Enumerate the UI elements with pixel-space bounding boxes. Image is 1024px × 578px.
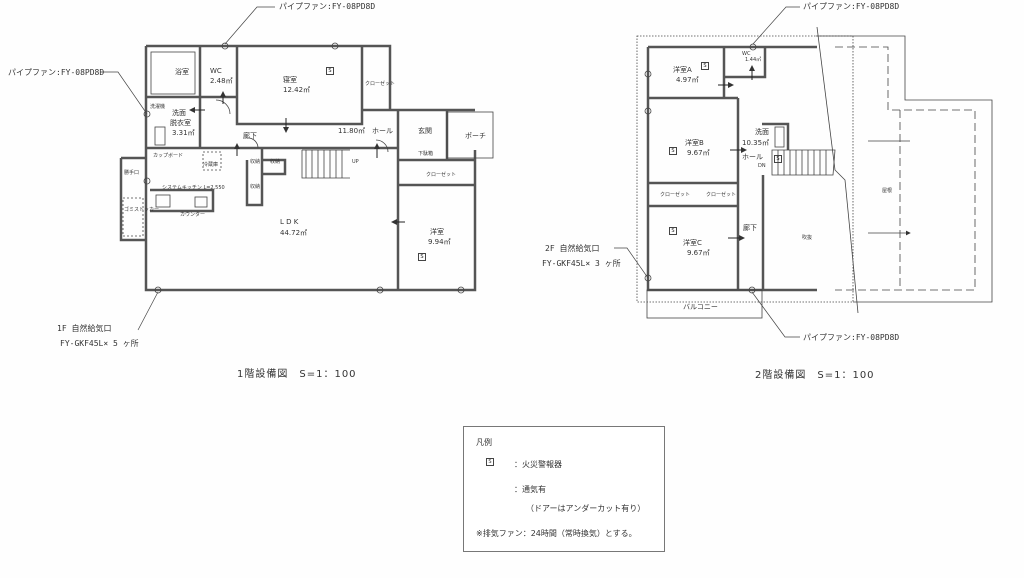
- storage-2: 収納: [270, 159, 281, 165]
- room-c: 洋室C: [683, 239, 702, 247]
- floor2-leaders: [614, 6, 800, 338]
- room-hall-1f: ホール: [372, 127, 393, 135]
- room-wc: WC: [210, 67, 222, 75]
- room-hall-area-2f: 10.35㎡: [742, 139, 770, 147]
- fridge: 冷蔵庫: [203, 162, 219, 168]
- room-closet-1f: クローゼット: [365, 81, 396, 87]
- room-closet-2f-1: クローゼット: [660, 192, 691, 198]
- room-dressing: 脱衣室: [170, 119, 191, 127]
- room-corridor-2f: 廊下: [743, 224, 757, 232]
- floor1-vent-arrows: [189, 91, 405, 225]
- floor2-inlets: [644, 43, 757, 294]
- smoke-alarm-icon: S: [486, 458, 494, 466]
- f1-pipe-fan-left-label: パイプファン:FY-08PD8D: [8, 68, 105, 77]
- f1-inlet-label: 1F 自然給気口: [57, 324, 112, 333]
- floor2-vent-arrows: [718, 65, 755, 241]
- f1-title: 1階設備図 S=1：100: [237, 369, 357, 380]
- room-closet-1f-2: クローゼット: [426, 172, 457, 178]
- smoke-alarm-icon: S: [669, 147, 677, 155]
- room-washroom-2f: 洗面: [755, 128, 769, 136]
- legend-box: 凡例 S ：火災警報器 ：通気有 （ドアーはアンダーカット有り） ※排気ファン：…: [463, 426, 665, 552]
- smoke-alarm-icon: S: [669, 227, 677, 235]
- smoke-alarm-icon: S: [774, 155, 782, 163]
- room-hall-2f: ホール: [742, 153, 763, 161]
- room-ldk-area: 44.72㎡: [280, 229, 308, 237]
- storage-1: 収納: [250, 159, 261, 165]
- room-a-area: 4.97㎡: [676, 76, 699, 84]
- f2-pipe-fan-top-label: パイプファン:FY-08PD8D: [803, 2, 900, 11]
- shoe-box: 下駄箱: [418, 151, 434, 157]
- system-kitchen: システムキッチン L=2,550: [162, 185, 225, 191]
- stocker: ゴミストッカー: [124, 207, 160, 213]
- smoke-alarm-icon: S: [701, 62, 709, 70]
- legend-title: 凡例: [476, 438, 492, 447]
- room-b-area: 9.67㎡: [687, 149, 710, 157]
- room-corridor-1f: 廊下: [243, 132, 257, 140]
- washer: 洗濯機: [150, 104, 166, 110]
- room-hall-area-1f: 11.80㎡: [338, 127, 366, 135]
- f2-inlet-label: 2F 自然給気口: [545, 244, 600, 253]
- smoke-alarm-icon: S: [418, 253, 426, 261]
- room-porch: ポーチ: [465, 132, 486, 140]
- room-c-area: 9.67㎡: [687, 249, 710, 257]
- room-western-1f: 洋室: [430, 228, 444, 236]
- f2-title: 2階設備図 S=1：100: [755, 370, 875, 381]
- legend-fan-note: ※排気ファン：24時間（常時換気）とする。: [476, 529, 637, 538]
- legend-alarm: ：火災警報器: [514, 460, 562, 469]
- room-b: 洋室B: [685, 139, 704, 147]
- f1-inlet-model: FY-GKF45L× 5 ヶ所: [60, 339, 139, 348]
- floor1-walls: [119, 44, 477, 292]
- balcony: バルコニー: [683, 303, 718, 311]
- back-door: 勝手口: [124, 170, 140, 176]
- room-bedroom-area: 12.42㎡: [283, 86, 311, 94]
- smoke-alarm-icon: S: [326, 67, 334, 75]
- storage-3: 収納: [250, 184, 261, 190]
- void: 吹抜: [802, 235, 813, 241]
- room-washroom-area: 3.31㎡: [172, 129, 195, 137]
- floor2-walls: [646, 45, 817, 292]
- room-ldk: L D K: [280, 218, 299, 226]
- floor1-inlets: [143, 42, 465, 294]
- f2-inlet-model: FY-GKF45L× 3 ヶ所: [542, 259, 621, 268]
- stairs-up: UP: [352, 159, 359, 165]
- cupboard: カップボード: [153, 153, 184, 159]
- floor1-leaders: [100, 6, 275, 331]
- room-wc-2f: WC: [742, 51, 751, 57]
- room-bedroom: 寝室: [283, 76, 297, 84]
- floor2-details: [636, 26, 993, 319]
- f1-pipe-fan-top-label: パイプファン:FY-08PD8D: [279, 2, 376, 11]
- floor1-details: [122, 51, 494, 237]
- room-wc-area-2f: 1.44㎡: [745, 57, 762, 63]
- room-bath: 浴室: [175, 68, 189, 76]
- room-entrance: 玄関: [418, 127, 432, 135]
- room-closet-2f-2: クローゼット: [706, 192, 737, 198]
- legend-vent: ：通気有: [514, 485, 546, 494]
- room-a: 洋室A: [673, 66, 692, 74]
- counter: カウンター: [180, 212, 206, 218]
- roof: 屋根: [882, 188, 893, 194]
- room-wc-area: 2.48㎡: [210, 77, 233, 85]
- room-washroom: 洗面: [172, 109, 186, 117]
- f2-pipe-fan-bottom-label: パイプファン:FY-08PD8D: [803, 333, 900, 342]
- legend-vent-note: （ドアーはアンダーカット有り）: [526, 504, 646, 513]
- stairs-down: DN: [758, 163, 766, 169]
- room-western-area-1f: 9.94㎡: [428, 238, 451, 246]
